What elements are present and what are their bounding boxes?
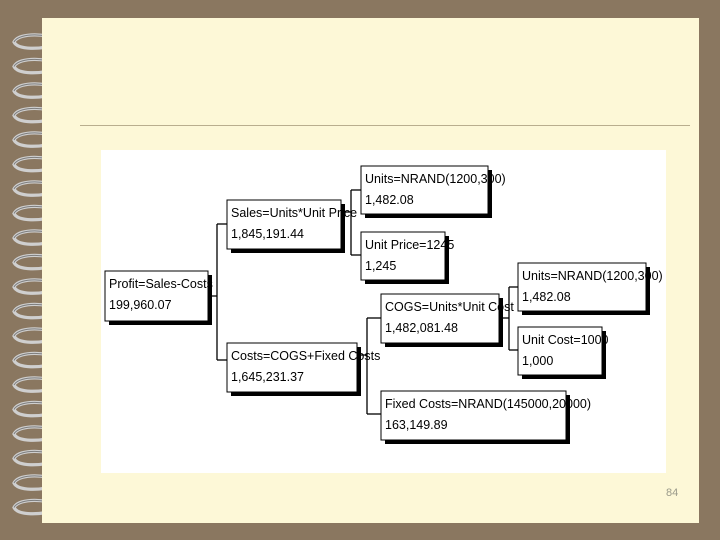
tree-node-fixedcosts: Fixed Costs=NRAND(145000,20000) 163,149.8…	[381, 391, 591, 444]
node-value: 1,482,081.48	[385, 321, 458, 335]
node-formula: Unit Price=1245	[365, 238, 454, 252]
tree-node-unitcost: Unit Cost=1000 1,000	[518, 327, 609, 379]
node-value: 1,245	[365, 259, 396, 273]
node-formula: Units=NRAND(1200,300)	[365, 172, 506, 186]
node-value: 199,960.07	[109, 298, 172, 312]
tree-node-costs: Costs=COGS+Fixed Costs 1,645,231.37	[227, 343, 380, 396]
node-value: 1,645,231.37	[231, 370, 304, 384]
page-number: 84	[666, 487, 678, 499]
tree-node-cogs: COGS=Units*Unit Cost 1,482,081.48	[381, 294, 514, 347]
node-formula: Unit Cost=1000	[522, 333, 609, 347]
node-value: 1,000	[522, 354, 553, 368]
node-value: 163,149.89	[385, 418, 448, 432]
title-divider-line	[80, 125, 690, 126]
influence-tree-diagram: Profit=Sales-Costs 199,960.07 Sales=Units*…	[101, 150, 666, 473]
node-formula: Profit=Sales-Costs	[109, 277, 213, 291]
tree-node-profit: Profit=Sales-Costs 199,960.07	[105, 271, 213, 325]
node-formula: COGS=Units*Unit Cost	[385, 300, 514, 314]
node-formula: Fixed Costs=NRAND(145000,20000)	[385, 397, 591, 411]
node-value: 1,482.08	[522, 290, 571, 304]
tree-node-units2: Units=NRAND(1200,300) 1,482.08	[518, 263, 663, 315]
node-formula: Sales=Units*Unit Price	[231, 206, 357, 220]
tree-node-units1: Units=NRAND(1200,300) 1,482.08	[361, 166, 506, 218]
tree-node-unitprice: Unit Price=1245 1,245	[361, 232, 454, 284]
node-formula: Costs=COGS+Fixed Costs	[231, 349, 380, 363]
tree-node-sales: Sales=Units*Unit Price 1,845,191.44	[227, 200, 357, 253]
node-formula: Units=NRAND(1200,300)	[522, 269, 663, 283]
node-value: 1,482.08	[365, 193, 414, 207]
node-value: 1,845,191.44	[231, 227, 304, 241]
